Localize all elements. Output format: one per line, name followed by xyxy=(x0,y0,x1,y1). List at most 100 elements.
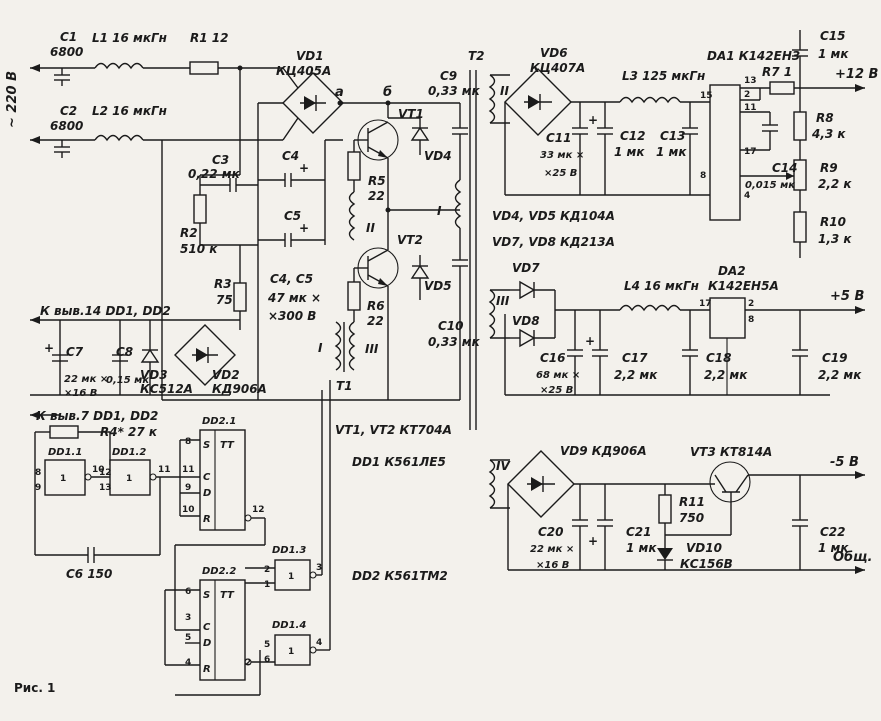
c1-value: 6800 xyxy=(50,45,83,59)
c14-value: 0,015 мк xyxy=(745,180,795,191)
pin-10-dd11: 10 xyxy=(92,465,105,475)
c2-value: 6800 xyxy=(50,119,83,133)
c10-ref: C10 xyxy=(438,319,464,333)
transistor-vt3 xyxy=(709,461,751,503)
dd14-pin4: 4 xyxy=(316,638,322,648)
vd1-ref: VD1 xyxy=(296,49,324,63)
resistor-r5 xyxy=(347,151,361,181)
c22-value: 1 мк xyxy=(818,541,849,555)
c10-value: 0,33 мк xyxy=(428,335,481,349)
svg-text:+: + xyxy=(585,334,595,348)
da2-type: К142ЕН5А xyxy=(708,279,779,293)
vt2-label: VT2 xyxy=(397,233,423,247)
r2-value: 510 к xyxy=(180,242,218,256)
c8-ref: C8 xyxy=(116,345,133,359)
dd21-d: D xyxy=(203,488,211,499)
w3-label: III xyxy=(496,294,510,308)
c14-ref: C14 xyxy=(772,161,798,175)
dd14-pin5: 5 xyxy=(264,640,270,650)
logic-section: R4* 27 к DD1.1 1 8 9 10 DD1.2 1 12 13 11… xyxy=(34,380,331,696)
c4-plus: + xyxy=(299,161,309,175)
dd22-pin3: 3 xyxy=(185,613,191,623)
vd2-type: КД906А xyxy=(212,382,267,396)
inductor-l1 xyxy=(94,62,144,70)
node-b-label: б xyxy=(383,85,392,100)
dd21-pin10: 10 xyxy=(182,505,195,515)
c9-ref: C9 xyxy=(440,69,457,83)
dd22-d: D xyxy=(203,638,211,649)
channel-minus5: IV VD9 КД906А Общ. + C20 22 мк × ×16 В C… xyxy=(488,444,872,574)
r8-value: 4,3 к xyxy=(811,127,846,141)
dd13-pin1: 1 xyxy=(264,580,270,590)
c17-ref: C17 xyxy=(622,351,648,365)
t1-winding-iii: III xyxy=(365,342,379,356)
svg-text:+: + xyxy=(588,534,598,548)
r5-value: 22 xyxy=(368,189,385,203)
c11-value2: ×25 В xyxy=(544,168,577,179)
da2-pin17: 17 xyxy=(699,299,712,309)
dd22-pin2: 2 xyxy=(245,658,251,668)
c20-value2: ×16 В xyxy=(536,560,569,571)
c12-ref: C12 xyxy=(620,129,646,143)
c13-value: 1 мк xyxy=(656,145,687,159)
svg-text:+: + xyxy=(44,341,54,355)
resistor-r2 xyxy=(193,194,207,224)
c3-value: 0,22 мк xyxy=(188,167,241,181)
capacitor-c1 xyxy=(54,68,70,86)
c13-ref: C13 xyxy=(660,129,686,143)
common-label: Общ. xyxy=(833,550,872,565)
mains-input: ~ 220 В C1 6800 C2 6800 L1 16 мкГн L2 16… xyxy=(5,30,283,400)
to-pin7-label: К выв.7 DD1, DD2 xyxy=(36,409,158,423)
channel-plus5: III VD7 VD8 + C16 68 мк × ×25 В C17 2,2 … xyxy=(488,261,865,396)
c5-ref: C5 xyxy=(284,209,301,223)
dd1-2-one: 1 xyxy=(126,474,132,484)
dd-supply: К выв.14 DD1, DD2 + C7 22 мк × ×16 В C8 … xyxy=(30,304,267,423)
resistor-r10 xyxy=(793,211,807,243)
da1-pin15: 15 xyxy=(700,91,713,101)
dd1-4-label: DD1.4 xyxy=(272,620,306,631)
r10-ref: R10 xyxy=(820,215,846,229)
c8-value: 0,15 мк xyxy=(106,375,149,386)
l1-label: L1 16 мкГн xyxy=(92,31,167,45)
da1-pin17: 17 xyxy=(744,147,757,157)
r1-label: R1 12 xyxy=(190,31,228,45)
dd1-3-one: 1 xyxy=(288,572,294,582)
inductor-l4 xyxy=(619,304,681,312)
da1-pin2: 2 xyxy=(744,90,750,100)
flipflop-dd2-1 xyxy=(199,429,246,531)
c7-ref: C7 xyxy=(66,345,84,359)
svg-text:+: + xyxy=(588,113,598,127)
resistor-r6 xyxy=(347,281,361,311)
capacitor-c5 xyxy=(258,233,325,247)
w4-label: IV xyxy=(496,459,511,473)
r3-value: 75 xyxy=(216,293,233,307)
dd21-pin11: 11 xyxy=(182,465,195,475)
dd22-pin4: 4 xyxy=(185,658,191,668)
r6-value: 22 xyxy=(367,314,384,328)
pin-11-dd12: 11 xyxy=(158,465,171,475)
r5-ref: R5 xyxy=(368,174,386,188)
c3-ref: C3 xyxy=(212,153,229,167)
dd21-c: C xyxy=(203,472,211,483)
da2-pin8: 8 xyxy=(748,315,754,325)
bridge-vd1 xyxy=(282,67,344,141)
vd7-label: VD7 xyxy=(512,261,540,275)
flipflop-dd2-2 xyxy=(199,579,246,681)
vd45-type: VD4, VD5 КД104А xyxy=(492,209,615,223)
l3-label: L3 125 мкГн xyxy=(622,69,705,83)
da1-pin11: 11 xyxy=(744,103,757,113)
c12-value: 1 мк xyxy=(614,145,645,159)
node-a-label: а xyxy=(335,85,344,100)
gate-dd1-3 xyxy=(274,559,311,591)
gate-dd1-4 xyxy=(274,634,311,666)
pin-12-dd12: 12 xyxy=(99,468,112,478)
resistor-r1 xyxy=(189,61,219,75)
dd2-1-label: DD2.1 xyxy=(202,416,236,427)
c1-ref: C1 xyxy=(60,30,77,44)
gate-dd1-2 xyxy=(109,459,151,496)
r2-ref: R2 xyxy=(180,226,198,240)
c2-ref: C2 xyxy=(60,104,77,118)
dd2-type: DD2 К561ТМ2 xyxy=(352,569,448,583)
dd21-s: S xyxy=(203,440,210,451)
pin-8-dd11: 8 xyxy=(35,468,41,478)
